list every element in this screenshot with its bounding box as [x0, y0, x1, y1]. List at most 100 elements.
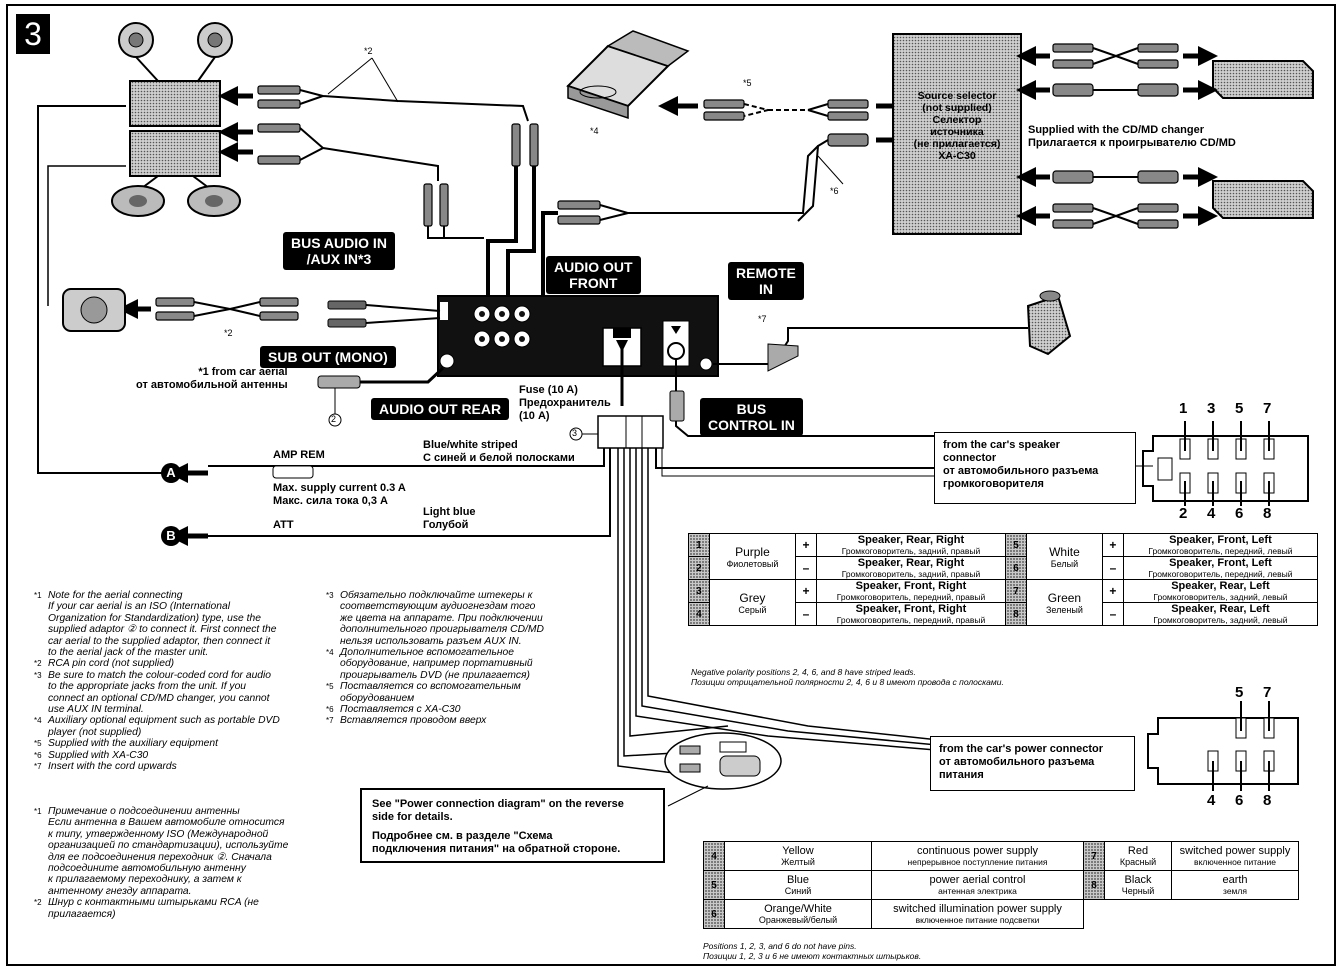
speaker-desc-ru: Громкоговоритель, задний, левый	[1153, 592, 1288, 602]
speaker-desc-ru: Громкоговоритель, передний, левый	[1148, 546, 1293, 556]
footnote-mark: *3	[34, 670, 42, 680]
wire-color-en: Purple	[735, 544, 770, 559]
pwr-pin-6: 6	[1235, 792, 1244, 809]
footnote-text: Примечание о подсоединении антенны Если …	[48, 806, 289, 897]
footnote-text: Поставляется с XA-C30	[340, 704, 461, 716]
spk-pin-5: 5	[1235, 400, 1244, 417]
pin-cell: 7	[1005, 579, 1027, 603]
speaker-desc-ru: Громкоговоритель, передний, правый	[836, 592, 986, 602]
wire-color-en: White	[1049, 544, 1080, 559]
footnote-mark: *4	[326, 648, 334, 658]
speaker-desc-ru: Громкоговоритель, задний, правый	[841, 569, 981, 579]
power-connector-drawing	[1147, 701, 1299, 791]
speaker-desc-ru: Громкоговоритель, задний, правый	[841, 546, 981, 556]
mark-6: *6	[830, 186, 839, 196]
footnote-text: Note for the aerial connecting If your c…	[48, 590, 277, 659]
function-en: continuous power supply	[916, 845, 1039, 857]
audio-out-front-label: AUDIO OUT FRONT	[546, 256, 641, 294]
wire-color-en: Red	[1127, 845, 1149, 857]
speaker-connector-drawing	[1142, 421, 1309, 506]
pwr-pin-8: 8	[1263, 792, 1272, 809]
aerial-adaptor	[317, 375, 361, 389]
power-table-note: Positions 1, 2, 3, and 6 do not have pin…	[703, 941, 922, 961]
function-ru: земля	[1223, 886, 1247, 896]
speaker-desc-en: Speaker, Rear, Left	[1171, 580, 1270, 592]
pin-cell: 4	[703, 841, 725, 871]
cdmd-changer-bottom	[1212, 180, 1314, 219]
lead-b-badge: B	[161, 526, 181, 546]
function-en: power aerial control	[929, 874, 1026, 886]
mark-5: *5	[743, 78, 752, 88]
pin-cell: 2	[688, 556, 710, 580]
function-en: switched power supply	[1179, 845, 1291, 857]
polarity-cell: +	[795, 533, 817, 557]
footnote-text: Auxiliary optional equipment such as por…	[48, 715, 280, 738]
function-ru: включенное питание	[1194, 857, 1276, 867]
amplifier-rear	[129, 130, 221, 177]
footnote-mark: *2	[34, 659, 42, 669]
polarity-cell: –	[1102, 602, 1124, 626]
polarity-cell: +	[795, 579, 817, 603]
spk-pin-4: 4	[1207, 505, 1216, 522]
cdmd-changer-top	[1212, 60, 1314, 99]
amp-rem-current: Max. supply current 0.3 A Макс. сила ток…	[273, 482, 406, 507]
wire-color-ru: Зеленый	[1046, 604, 1083, 615]
footnote-text: Обязательно подключайте штекеры к соотве…	[340, 590, 544, 647]
footnote-mark: *1	[34, 807, 42, 816]
portable-dvd-player	[566, 30, 690, 120]
polarity-cell: +	[1102, 533, 1124, 557]
speaker-desc-en: Speaker, Front, Right	[855, 580, 967, 592]
speaker-desc-en: Speaker, Rear, Right	[857, 557, 965, 569]
wire-color-en: Grey	[739, 590, 766, 605]
wire-color-ru: Синий	[784, 886, 812, 896]
footnote-text: Вставляется проводом вверх	[340, 715, 487, 727]
speaker-desc-en: Speaker, Front, Left	[1169, 534, 1272, 546]
wire-color-en: Orange/White	[764, 903, 832, 915]
amp-rem-stripe-label: Blue/white striped С синей и белой полос…	[423, 439, 575, 464]
wire-color-ru: Оранжевый/белый	[758, 915, 838, 925]
footnote-text: Поставляется со вспомогательным оборудов…	[340, 681, 521, 704]
amplifier-front	[129, 80, 221, 127]
footnote-item: *2 RCA pin cord (not supplied)	[34, 658, 324, 669]
function-ru: непрерывное поступление питания	[907, 857, 1048, 867]
pin-cell: 6	[703, 899, 725, 929]
speaker-desc-en: Speaker, Rear, Left	[1171, 603, 1270, 615]
sub-out-plugs	[327, 300, 367, 328]
speaker-desc-ru: Громкоговоритель, передний, правый	[836, 615, 986, 625]
footnote-text: RCA pin cord (not supplied)	[48, 658, 175, 670]
footnote-text: Insert with the cord upwards	[48, 761, 177, 773]
footnote-text: Supplied with XA-C30	[48, 749, 149, 761]
footnote-mark: *5	[34, 739, 42, 749]
speaker-top-right	[197, 22, 233, 58]
att-color-label: Light blue Голубой	[423, 506, 476, 531]
att-label: ATT	[273, 519, 294, 531]
wire-color-en: Blue	[786, 874, 810, 886]
aerial-jack	[439, 353, 455, 369]
polarity-cell: +	[1102, 579, 1124, 603]
wire-color-en: Black	[1124, 874, 1152, 886]
remote-in-label: REMOTE IN	[728, 262, 804, 300]
spk-pin-6: 6	[1235, 505, 1244, 522]
footnote-mark: *2	[34, 898, 42, 908]
